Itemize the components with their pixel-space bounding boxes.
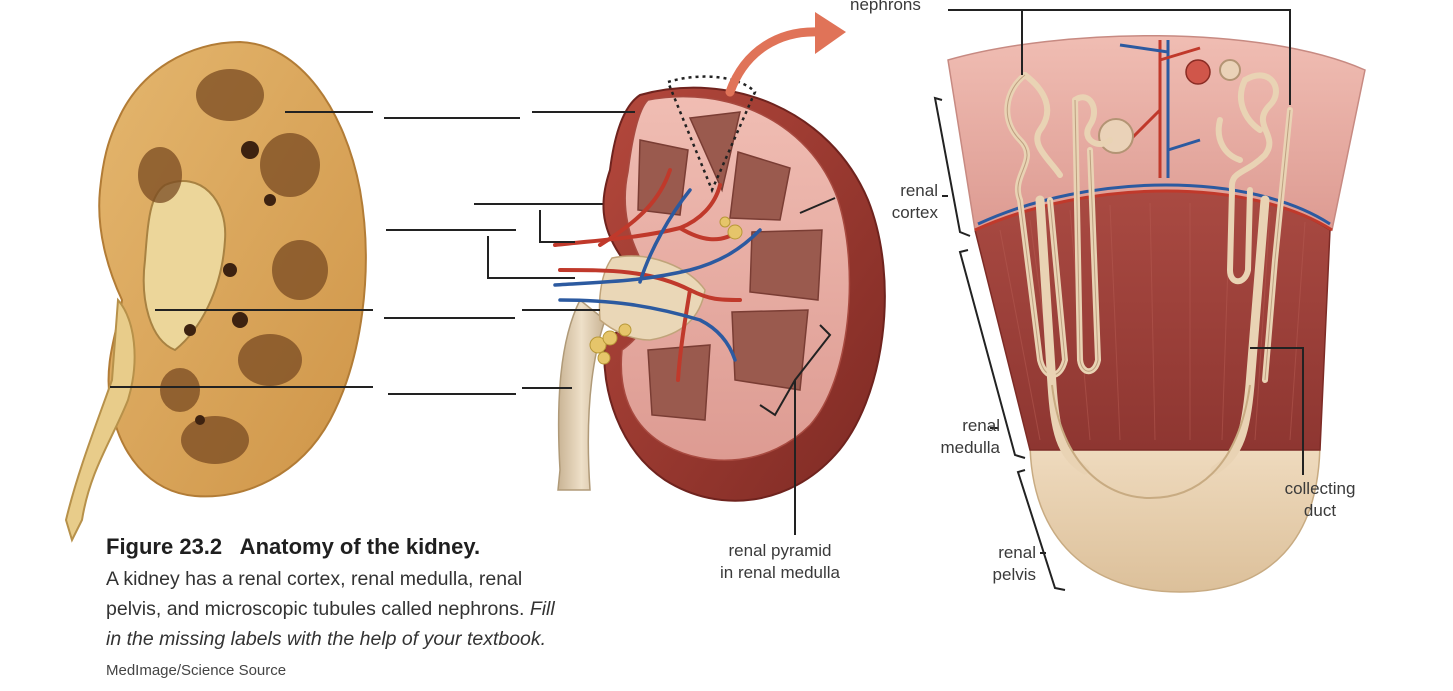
pyramid-3 [729, 151, 791, 221]
caption-line-2: pelvis, and microscopic tubules called n… [106, 594, 746, 624]
label-renal-medulla-line1: renal [962, 416, 1000, 435]
kidney-photo-hilum [142, 180, 227, 352]
medulla-striations [999, 202, 1306, 441]
caption-line-3: in the missing labels with the help of y… [106, 624, 746, 654]
label-renal-pelvis-line1: renal [998, 543, 1036, 562]
pyramid-2 [637, 139, 689, 216]
image-credit: MedImage/Science Source [106, 662, 287, 679]
caption-line-2-plain: pelvis, and microscopic tubules called n… [106, 598, 530, 620]
pyramid-4 [749, 229, 823, 301]
caption-line-2-italic: Fill [529, 598, 555, 620]
label-renal-pyramid-line2: in renal medulla [719, 563, 840, 582]
pyramid-6 [647, 344, 711, 421]
bracket-pelvis [1016, 469, 1066, 591]
section-leader-lines [933, 9, 1304, 591]
section-pelvis [1029, 439, 1321, 593]
label-renal-medulla: renal medulla [910, 415, 1000, 459]
glomerulus-2 [1098, 118, 1134, 154]
pyramid-1 [688, 111, 741, 193]
kidney-photo-spots [184, 141, 276, 425]
kidney-illustration [553, 12, 886, 502]
bowman-capsule [1219, 59, 1241, 81]
bracket-cortex [933, 96, 971, 237]
label-renal-cortex-line1: renal [900, 181, 938, 200]
zoom-arrow-head [815, 12, 846, 54]
label-renal-medulla-line2: medulla [940, 438, 1000, 457]
sinus-fat [589, 216, 743, 365]
glomerulus-1 [1185, 59, 1211, 85]
ureter [557, 298, 606, 491]
label-renal-cortex: renal cortex [868, 180, 938, 224]
renal-pyramids [637, 111, 823, 421]
blank-answer-lines [384, 117, 603, 395]
label-renal-pelvis: renal pelvis [960, 542, 1036, 586]
illustration-leader-lines [487, 111, 836, 535]
figure-title: Figure 23.2 Anatomy of the kidney. [106, 534, 481, 559]
figure-caption: Figure 23.2 Anatomy of the kidney. A kid… [106, 534, 746, 679]
zoom-highlight-region [666, 75, 757, 194]
kidney-photo-ureter [64, 297, 136, 543]
label-collecting-duct: collecting duct [1268, 478, 1372, 522]
kidney-photo-pyramids [138, 69, 328, 464]
label-collecting-duct-line2: duct [1303, 501, 1337, 520]
photo-leader-lines [110, 111, 373, 388]
caption-line-3-italic: in the missing labels with the help of y… [106, 628, 547, 650]
nephron-section [947, 34, 1366, 593]
papilla-outline [1051, 384, 1251, 500]
zoom-arrow [725, 27, 825, 97]
label-renal-pyramid: renal pyramid in renal medulla [690, 540, 870, 584]
label-renal-cortex-line2: cortex [891, 203, 938, 222]
kidney-photo [64, 40, 367, 543]
arcuate-vein [977, 183, 1331, 226]
bracket-medulla [958, 249, 1026, 459]
interlobular-vessels [1119, 40, 1201, 178]
caption-line-1: A kidney has a renal cortex, renal medul… [106, 568, 523, 590]
label-nephrons: nephrons [850, 0, 921, 14]
label-renal-pelvis-line2: pelvis [992, 565, 1036, 584]
label-collecting-duct-line1: collecting [1284, 479, 1356, 498]
renal-vein-branches [553, 188, 762, 362]
label-renal-pyramid-line1: renal pyramid [728, 541, 832, 560]
